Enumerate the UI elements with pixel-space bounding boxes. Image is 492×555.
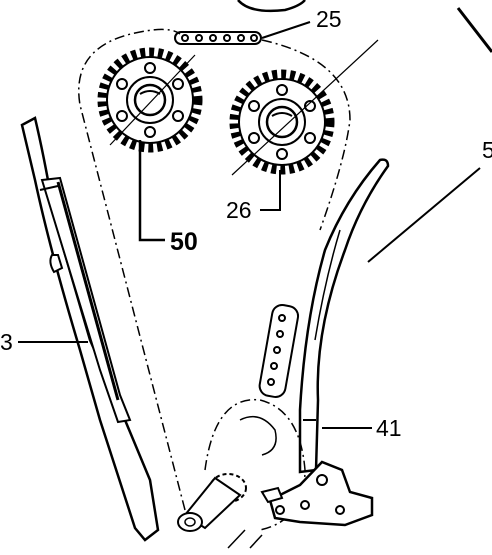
tensioner-bracket [260, 460, 374, 527]
chain-segment-top [174, 31, 262, 45]
chain-path-outline [78, 28, 351, 511]
tensioner-guide-right [298, 158, 390, 474]
top-cover-edge [237, 0, 306, 13]
callout-50: 50 [170, 228, 198, 256]
callout-5: 5 [482, 137, 492, 163]
chain-guide-left [20, 116, 160, 542]
intake-camshaft-sprocket [97, 47, 203, 153]
callout-26: 26 [226, 197, 252, 223]
callout-41: 41 [376, 415, 402, 441]
exhaust-camshaft-sprocket [229, 69, 335, 175]
callout-25: 25 [316, 6, 342, 32]
callout-3: 3 [0, 329, 13, 355]
crankshaft-housing-outline [204, 399, 306, 531]
chain-segment-vertical [258, 304, 300, 398]
crankshaft-sprocket [177, 473, 247, 532]
